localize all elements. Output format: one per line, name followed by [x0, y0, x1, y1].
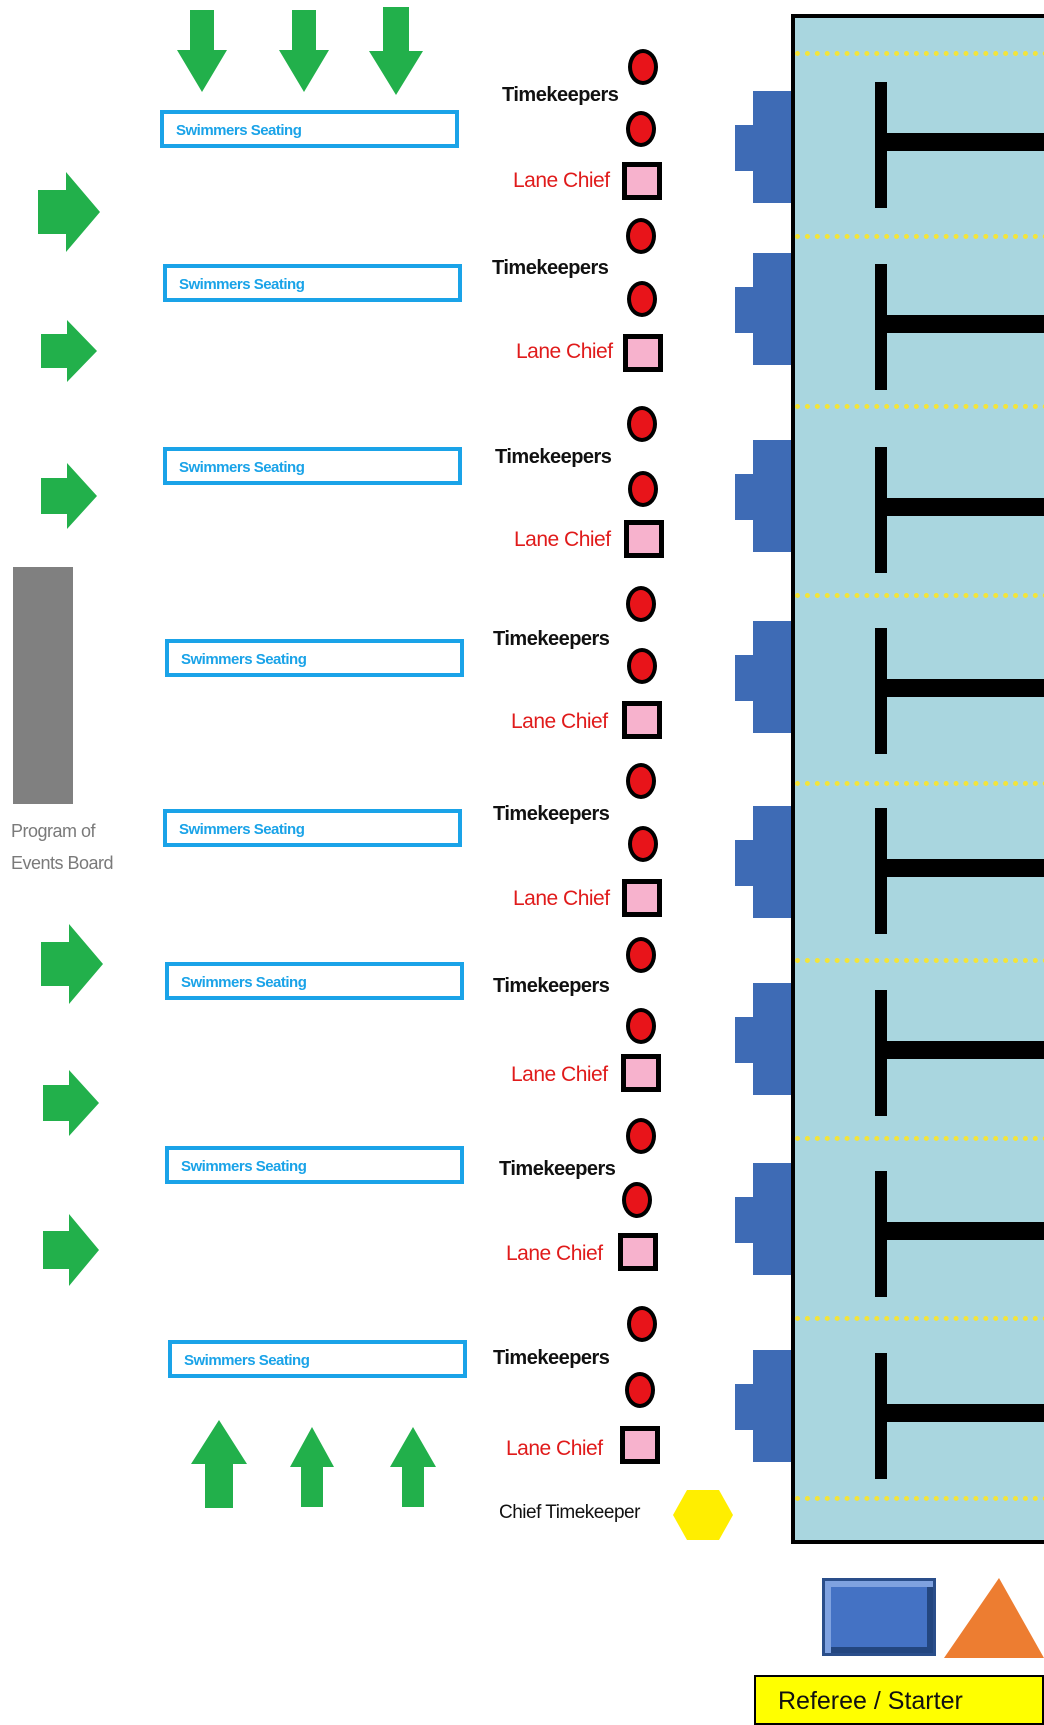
lane-rope: [795, 1136, 1044, 1141]
timekeeper-marker: [627, 406, 657, 442]
arrow-up-icon: [290, 1427, 334, 1507]
timekeeper-marker: [626, 111, 656, 147]
timekeeper-marker: [628, 826, 658, 862]
swimmers-seating: Swimmers Seating: [165, 1146, 464, 1184]
arrow-right-icon: [38, 172, 100, 252]
timekeeper-marker: [627, 648, 657, 684]
timekeeper-marker: [626, 1118, 656, 1154]
arrow-down-icon: [369, 7, 423, 95]
starting-block: [735, 621, 791, 733]
lane-rope: [795, 593, 1044, 598]
lane-chief-label: Lane Chief: [513, 169, 610, 192]
starting-block: [735, 253, 791, 365]
swimmers-seating: Swimmers Seating: [163, 264, 462, 302]
lane-chief-marker: [622, 879, 662, 917]
swimmers-seating: Swimmers Seating: [163, 809, 462, 847]
timekeeper-marker: [626, 586, 656, 622]
timekeepers-label: Timekeepers: [502, 84, 619, 106]
swimmers-seating-label: Swimmers Seating: [184, 1352, 310, 1369]
timekeeper-marker: [626, 937, 656, 973]
arrow-right-icon: [41, 320, 97, 382]
referee-starter-label: Referee / Starter: [778, 1687, 963, 1715]
timekeeper-marker: [627, 281, 657, 317]
timekeeper-marker: [625, 1372, 655, 1408]
lane-rope: [795, 781, 1044, 786]
lane-rope: [795, 51, 1044, 56]
lane-rope: [795, 404, 1044, 409]
lane-chief-label: Lane Chief: [511, 710, 608, 733]
arrow-up-icon: [191, 1420, 247, 1508]
swimmers-seating-label: Swimmers Seating: [181, 974, 307, 991]
lane-chief-label: Lane Chief: [513, 887, 610, 910]
referee-platform: [822, 1578, 936, 1656]
timekeeper-marker: [628, 49, 658, 85]
chief-timekeeper-marker: [673, 1490, 733, 1540]
swimmers-seating: Swimmers Seating: [165, 962, 464, 1000]
lane-chief-marker: [622, 701, 662, 739]
swimming-pool: [791, 14, 1044, 1544]
timekeeper-marker: [627, 1306, 657, 1342]
timekeeper-marker: [626, 218, 656, 254]
starting-block: [735, 1163, 791, 1275]
lane-rope: [795, 234, 1044, 239]
swimmers-seating: Swimmers Seating: [168, 1340, 467, 1378]
starting-block: [735, 983, 791, 1095]
lane-rope: [795, 1496, 1044, 1501]
starting-block: [735, 91, 791, 203]
swimmers-seating-label: Swimmers Seating: [181, 651, 307, 668]
starting-block: [735, 440, 791, 552]
timekeepers-label: Timekeepers: [493, 803, 610, 825]
swimmers-seating-label: Swimmers Seating: [176, 122, 302, 139]
timekeeper-marker: [626, 1008, 656, 1044]
lane-chief-marker: [624, 520, 664, 558]
swimmers-seating: Swimmers Seating: [160, 110, 459, 148]
timekeeper-marker: [626, 763, 656, 799]
swimmers-seating-label: Swimmers Seating: [179, 276, 305, 293]
arrow-up-icon: [390, 1427, 436, 1507]
program-of-events-board: [13, 567, 73, 804]
timekeepers-label: Timekeepers: [492, 257, 609, 279]
lane-chief-label: Lane Chief: [511, 1063, 608, 1086]
timekeepers-label: Timekeepers: [493, 975, 610, 997]
arrow-right-icon: [43, 1214, 99, 1286]
program-of-events-board-label: Program of Events Board: [11, 821, 114, 873]
lane-chief-marker: [623, 334, 663, 372]
lane-chief-marker: [622, 162, 662, 200]
arrow-down-icon: [177, 10, 227, 92]
lane-chief-marker: [621, 1054, 661, 1092]
timekeepers-label: Timekeepers: [495, 446, 612, 468]
swimmers-seating-label: Swimmers Seating: [179, 459, 305, 476]
arrow-right-icon: [41, 924, 103, 1004]
starting-block: [735, 806, 791, 918]
lane-chief-label: Lane Chief: [506, 1437, 603, 1460]
arrow-right-icon: [41, 463, 97, 529]
swimmers-seating-label: Swimmers Seating: [179, 821, 305, 838]
referee-starter-box: Referee / Starter: [754, 1675, 1044, 1725]
lane-rope: [795, 958, 1044, 963]
timekeeper-marker: [628, 471, 658, 507]
lane-chief-label: Lane Chief: [514, 528, 611, 551]
timekeepers-label: Timekeepers: [499, 1158, 616, 1180]
lane-chief-marker: [620, 1426, 660, 1464]
arrow-down-icon: [279, 10, 329, 92]
starter-triangle-icon: [944, 1578, 1044, 1658]
timekeeper-marker: [622, 1182, 652, 1218]
timekeepers-label: Timekeepers: [493, 1347, 610, 1369]
lane-chief-label: Lane Chief: [516, 340, 613, 363]
starting-block: [735, 1350, 791, 1462]
arrow-right-icon: [43, 1070, 99, 1136]
lane-chief-label: Lane Chief: [506, 1242, 603, 1265]
swimmers-seating: Swimmers Seating: [165, 639, 464, 677]
swimmers-seating: Swimmers Seating: [163, 447, 462, 485]
lane-chief-marker: [618, 1233, 658, 1271]
swimmers-seating-label: Swimmers Seating: [181, 1158, 307, 1175]
chief-timekeeper-label: Chief Timekeeper: [499, 1502, 640, 1523]
lane-rope: [795, 1316, 1044, 1321]
timekeepers-label: Timekeepers: [493, 628, 610, 650]
